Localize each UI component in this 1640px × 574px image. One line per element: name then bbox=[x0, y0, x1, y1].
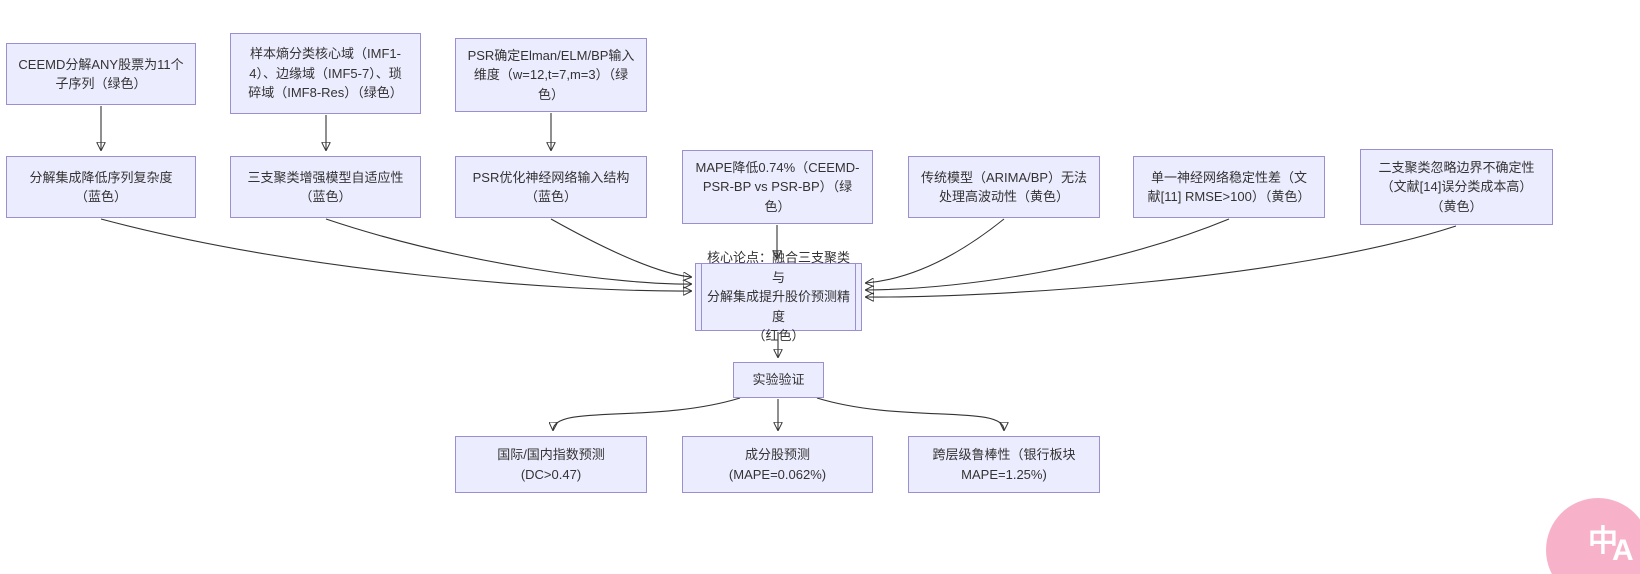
node-psr-dimension: PSR确定Elman/ELM/BP输入 维度（w=12,t=7,m=3）（绿 色… bbox=[455, 38, 647, 112]
node-core-thesis: 核心论点：融合三支聚类与 分解集成提升股价预测精度 （红色） bbox=[695, 250, 862, 343]
node-index-prediction: 国际/国内指数预测 (DC>0.47) bbox=[455, 436, 647, 493]
node-experiment: 实验验证 bbox=[733, 362, 824, 398]
node-traditional-limit: 传统模型（ARIMA/BP）无法 处理高波动性（黄色） bbox=[908, 156, 1100, 218]
node-constituent-prediction: 成分股预测 (MAPE=0.062%) bbox=[682, 436, 873, 493]
node-single-nn-limit: 单一神经网络稳定性差（文 献[11] RMSE>100）（黄色） bbox=[1133, 156, 1325, 218]
node-three-way-benefit: 三支聚类增强模型自适应性 （蓝色） bbox=[230, 156, 421, 218]
translate-icon-latin: A bbox=[1612, 534, 1634, 567]
translate-icon: 中 bbox=[1588, 525, 1618, 558]
node-sample-entropy: 样本熵分类核心域（IMF1- 4）、边缘域（IMF5-7）、琐 碎域（IMF8-… bbox=[230, 33, 421, 114]
node-robustness: 跨层级鲁棒性（银行板块 MAPE=1.25%) bbox=[908, 436, 1100, 493]
node-two-way-limit: 二支聚类忽略边界不确定性 （文献[14]误分类成本高） （黄色） bbox=[1360, 149, 1553, 225]
translate-button[interactable]: 中 A bbox=[1546, 498, 1640, 574]
node-ceemd-decompose: CEEMD分解ANY股票为11个 子序列（绿色） bbox=[6, 43, 196, 105]
node-psr-benefit: PSR优化神经网络输入结构 （蓝色） bbox=[455, 156, 647, 218]
node-mape-improvement: MAPE降低0.74%（CEEMD- PSR-BP vs PSR-BP）（绿 色… bbox=[682, 150, 873, 224]
node-decompose-benefit: 分解集成降低序列复杂度 （蓝色） bbox=[6, 156, 196, 218]
